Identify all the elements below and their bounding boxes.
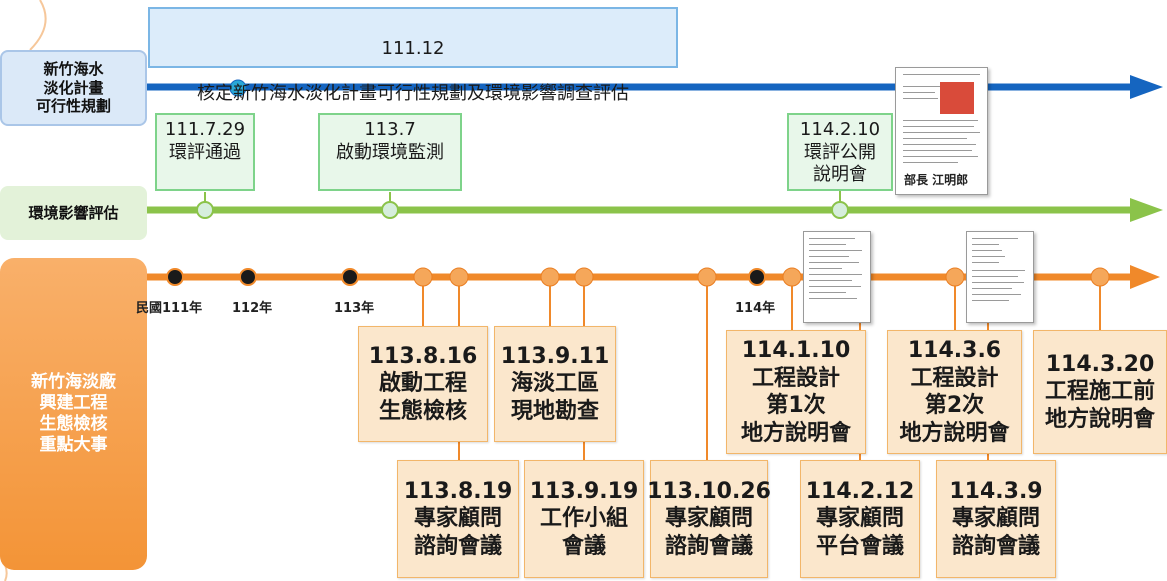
- document-signature: 部長 江明郎: [904, 173, 969, 187]
- document-thumbnail: [803, 231, 871, 323]
- construction-callout: 114.3.9 專家顧問 諮詢會議: [936, 460, 1056, 578]
- event-dot: [1090, 267, 1110, 287]
- year-label: 民國111年: [136, 301, 203, 316]
- construction-callout: 113.9.19 工作小組 會議: [524, 460, 644, 578]
- construction-callout: 113.8.16 啟動工程 生態檢核: [358, 326, 488, 442]
- track-label-construction: 新竹海淡廠 興建工程 生態檢核 重點大事: [0, 258, 147, 570]
- track-label-feasibility: 新竹海水 淡化計畫 可行性規劃: [0, 50, 147, 126]
- feasibility-dot: [229, 79, 247, 97]
- seal-stamp: [940, 82, 974, 114]
- year-label: 114年: [735, 301, 776, 316]
- event-dot: [413, 267, 433, 287]
- environment-dot: [196, 201, 214, 219]
- callout-date: 111.12: [381, 37, 445, 59]
- year-dot: [166, 268, 184, 286]
- track-label-environment: 環境影響評估: [0, 186, 147, 240]
- callout-text: 核定新竹海水淡化計畫可行性規劃及環境影響調查評估: [197, 82, 629, 104]
- construction-callout: 114.3.20 工程施工前 地方說明會: [1033, 330, 1167, 454]
- feasibility-callout: 111.12 核定新竹海水淡化計畫可行性規劃及環境影響調查評估: [148, 7, 678, 104]
- construction-callout: 114.3.6 工程設計 第2次 地方說明會: [887, 330, 1022, 454]
- year-dot: [239, 268, 257, 286]
- decor-arc: [29, 0, 47, 51]
- env-callout: 114.2.10 環評公開 說明會: [787, 113, 893, 191]
- environment-dot: [381, 201, 399, 219]
- event-dot: [574, 267, 594, 287]
- environment-dot: [831, 201, 849, 219]
- construction-arrow: [1130, 265, 1160, 289]
- construction-callout: 113.9.11 海淡工區 現地勘查: [494, 326, 616, 442]
- year-dot: [748, 268, 766, 286]
- feasibility-arrow: [1130, 75, 1163, 99]
- document-thumbnail: [966, 231, 1034, 323]
- document-thumbnail: 部長 江明郎: [895, 67, 988, 195]
- event-dot: [945, 267, 965, 287]
- event-dot: [782, 267, 802, 287]
- env-callout: 111.7.29 環評通過: [155, 113, 255, 191]
- year-dot: [341, 268, 359, 286]
- construction-callout: 113.10.26 專家顧問 諮詢會議: [647, 460, 771, 578]
- event-dot: [449, 267, 469, 287]
- year-label: 112年: [232, 301, 273, 316]
- environment-arrow: [1130, 198, 1163, 222]
- construction-callout: 113.8.19 專家顧問 諮詢會議: [397, 460, 519, 578]
- construction-callout: 114.1.10 工程設計 第1次 地方說明會: [726, 330, 866, 454]
- construction-callout: 114.2.12 專家顧問 平台會議: [800, 460, 920, 578]
- event-dot: [540, 267, 560, 287]
- env-callout: 113.7 啟動環境監測: [318, 113, 462, 191]
- year-label: 113年: [334, 301, 375, 316]
- event-dot: [697, 267, 717, 287]
